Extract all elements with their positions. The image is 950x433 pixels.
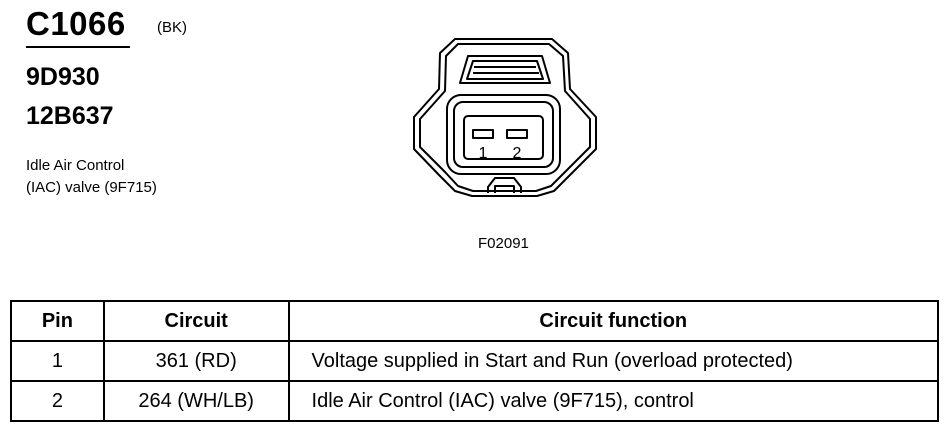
- cell-circuit-function: Voltage supplied in Start and Run (overl…: [287, 340, 940, 382]
- terminal-block: [463, 115, 544, 160]
- pin-2-cavity: [506, 129, 528, 139]
- cell-circuit: 361 (RD): [102, 340, 290, 382]
- locking-tab: [487, 177, 522, 193]
- connector-face-drawing: 1 2: [413, 38, 597, 197]
- connector-id-underline: [26, 46, 130, 48]
- component-description-line-1: Idle Air Control: [26, 157, 125, 174]
- terminal-cavity-outer: [446, 94, 561, 175]
- header-pin: Pin: [10, 300, 105, 342]
- part-number-1: 9D930: [26, 63, 100, 91]
- locking-latch: [459, 55, 551, 84]
- cell-circuit-function: Idle Air Control (IAC) valve (9F715), co…: [287, 380, 940, 422]
- housing-inner-outline: [419, 43, 591, 192]
- terminal-cavity-inner: [453, 101, 554, 168]
- pinout-table: Pin Circuit Circuit function 1 361 (RD) …: [10, 300, 940, 422]
- connector-color-code: (BK): [157, 19, 187, 36]
- table-row: 1 361 (RD) Voltage supplied in Start and…: [10, 340, 940, 382]
- table-row: 2 264 (WH/LB) Idle Air Control (IAC) val…: [10, 380, 940, 422]
- component-description-line-2: (IAC) valve (9F715): [26, 179, 157, 196]
- table-header-row: Pin Circuit Circuit function: [10, 300, 940, 342]
- pin-1-cavity: [472, 129, 494, 139]
- cell-pin: 2: [10, 380, 105, 422]
- pin-2-label: 2: [513, 145, 522, 162]
- cell-circuit: 264 (WH/LB): [102, 380, 290, 422]
- header-circuit-function: Circuit function: [287, 300, 940, 342]
- figure-id: F02091: [478, 235, 529, 252]
- header-circuit: Circuit: [102, 300, 290, 342]
- part-number-2: 12B637: [26, 102, 114, 130]
- pin-1-label: 1: [479, 145, 488, 162]
- cell-pin: 1: [10, 340, 105, 382]
- housing-outline: [413, 38, 597, 197]
- connector-id: C1066: [26, 5, 126, 42]
